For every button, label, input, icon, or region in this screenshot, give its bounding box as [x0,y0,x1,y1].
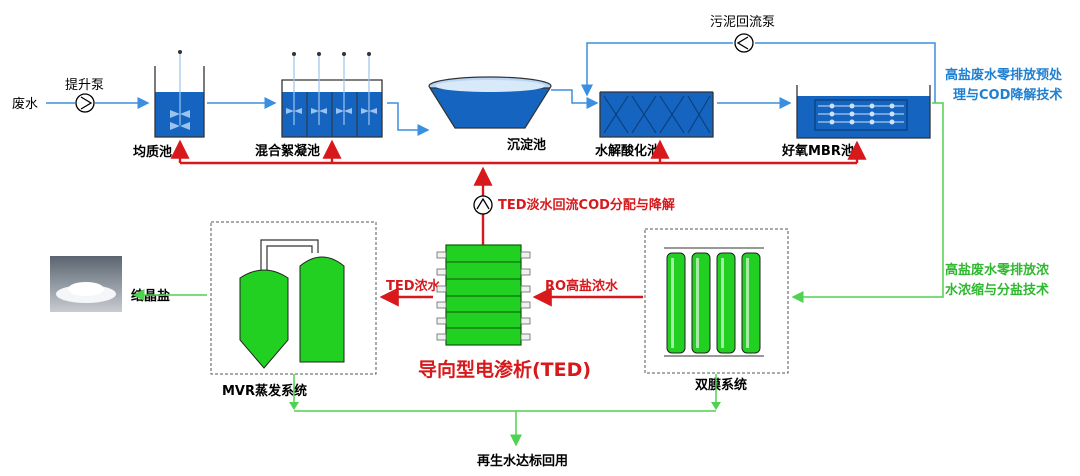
ted-electrodialysis-stack [436,244,531,346]
sedimentation-tank-label: 沉淀池 [507,137,546,153]
reclaimed-water-label: 再生水达标回用 [477,453,568,469]
mvr-evaporation-system [210,221,377,375]
red-return-lines [170,139,867,307]
coagulation-tank [281,52,383,138]
green-arrowheads [289,402,721,410]
hydrolysis-tank-label: 水解酸化池 [595,143,660,159]
aerobic-mbr-tank-label: 好氧MBR池 [781,143,854,159]
lift-pump-icon [75,93,95,113]
equalization-tank [154,50,205,138]
equalization-tank-label: 均质池 [133,144,172,160]
ted-return-pump-icon [473,195,493,215]
blue-flow-lines [46,42,936,136]
crystal-salt-label: 结晶盐 [131,288,170,304]
coagulation-tank-label: 混合絮凝池 [255,143,320,159]
pretreatment-note-line2: 理与COD降解技术 [953,87,1062,103]
hydrolysis-tank [599,91,714,138]
sedimentation-tank [428,76,552,129]
ted-title: 导向型电渗析(TED) [418,358,591,381]
sludge-return-pump-label: 污泥回流泵 [710,15,775,30]
concentration-note-line2: 水浓缩与分盐技术 [945,282,1049,298]
mvr-system-label: MVR蒸发系统 [222,383,307,399]
dual-membrane-label: 双膜系统 [695,377,747,393]
wastewater-label: 废水 [12,96,38,112]
concentration-note-line1: 高盐废水零排放浓 [945,262,1050,278]
lift-pump-label: 提升泵 [65,77,104,93]
sludge-return-pump-icon [734,33,754,53]
ted-return-label: TED淡水回流COD分配与降解 [498,197,675,213]
crystal-salt-image [50,256,122,312]
pretreatment-note-line1: 高盐废水零排放预处 [945,67,1063,83]
aerobic-mbr-tank [796,85,931,139]
ted-concentrate-label: TED浓水 [386,278,442,294]
dual-membrane-system [644,228,789,374]
green-flow-lines [132,102,944,447]
ro-concentrate-label: RO高盐浓水 [545,278,619,294]
